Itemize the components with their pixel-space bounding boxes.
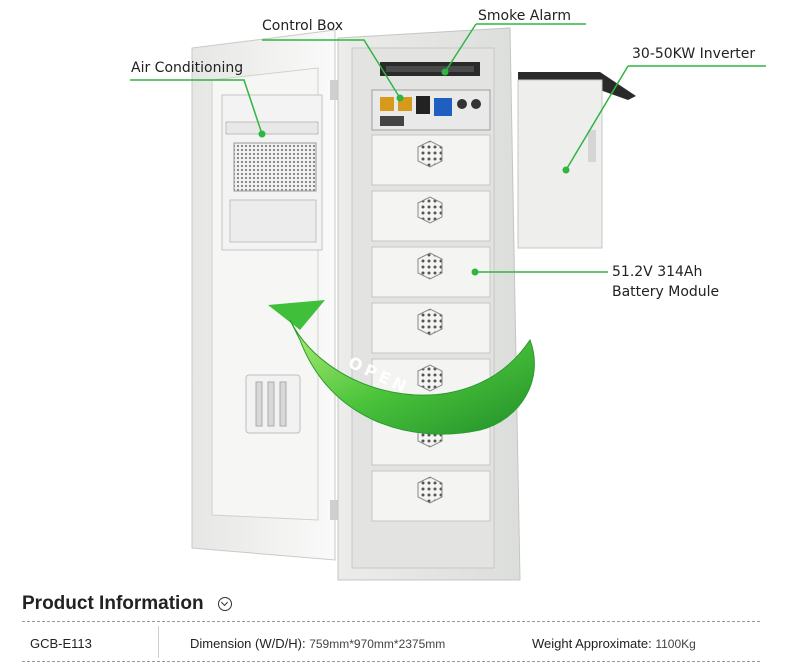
dimension-label: Dimension (W/D/H): [190,636,306,651]
inverter-unit [517,72,636,249]
dimension-spec: Dimension (W/D/H): 759mm*970mm*2375mm [190,636,445,651]
open-arrow-icon [268,300,535,435]
cabinet-door [191,29,338,561]
callout-lines [130,23,766,273]
callout-control-box: Control Box [262,18,344,34]
callout-inverter: 30-50KW Inverter [632,46,756,62]
product-info-title: Product Information [22,593,204,614]
weight-value: 1100Kg [655,637,696,651]
weight-spec: Weight Approximate: 1100Kg [532,636,696,651]
weight-label: Weight Approximate: [532,636,652,651]
callout-air-conditioning: Air Conditioning [131,60,244,76]
info-divider-top [22,621,760,622]
info-column-divider [158,626,159,658]
callout-dots [258,68,570,276]
info-divider-bottom [22,661,760,662]
chevron-down-icon[interactable] [218,597,232,611]
callout-battery-line2: Battery Module [612,284,720,300]
product-model: GCB-E113 [30,636,92,651]
callout-battery-line1: 51.2V 314Ah [612,264,703,280]
callout-smoke-alarm: Smoke Alarm [478,8,571,24]
dimension-value: 759mm*970mm*2375mm [309,637,446,651]
product-illustration: OPEN Control Box Smoke Alarm Air Conditi… [130,8,766,581]
cabinet-body [337,27,521,581]
